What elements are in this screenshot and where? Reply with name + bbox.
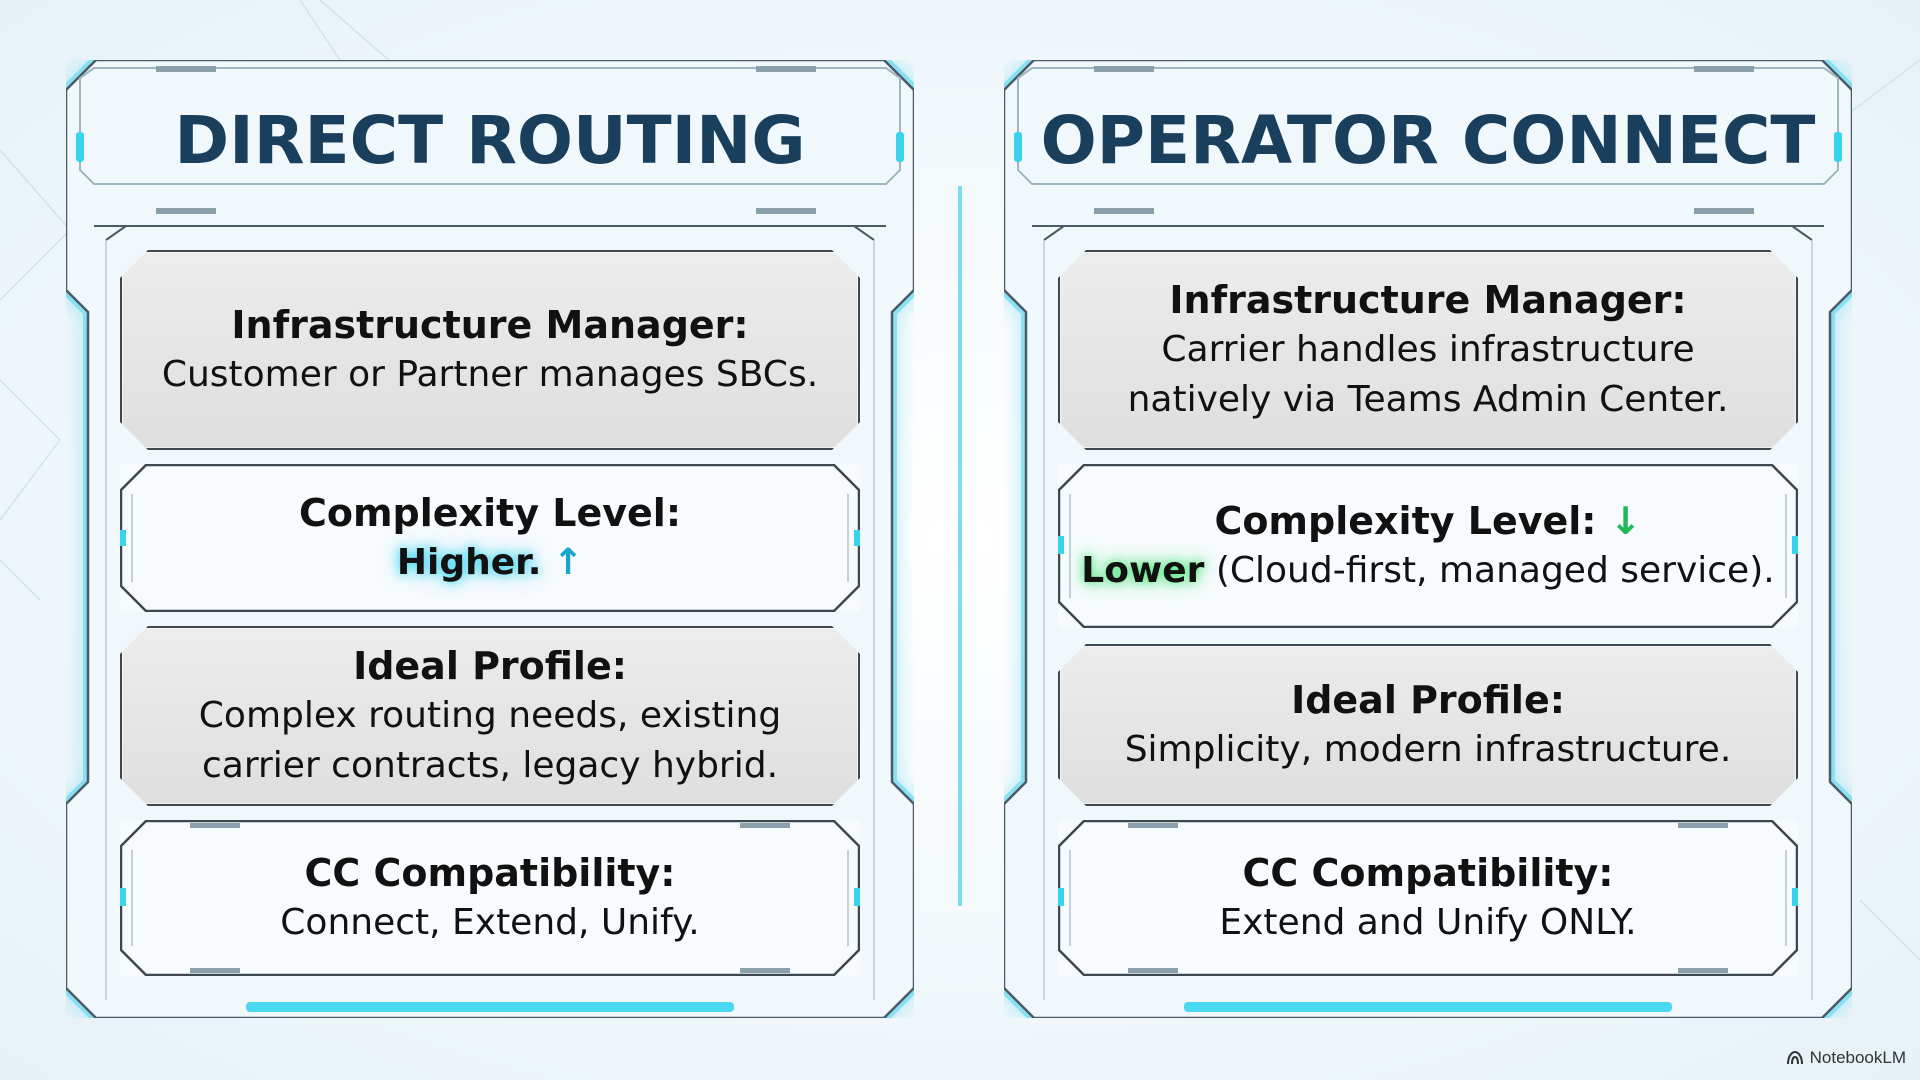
watermark-text: NotebookLM <box>1809 1048 1906 1067</box>
infrastructure-manager-value-line1: Carrier handles infrastructure <box>1161 329 1695 370</box>
complexity-level-box: Complexity Level: Higher. ↑ <box>120 464 860 612</box>
ideal-profile-label: Ideal Profile: <box>353 644 627 688</box>
ideal-profile-box: Ideal Profile: Simplicity, modern infras… <box>1058 644 1798 806</box>
infrastructure-manager-box: Infrastructure Manager: Carrier handles … <box>1058 250 1798 450</box>
infrastructure-manager-label: Infrastructure Manager: <box>231 303 749 347</box>
cc-compatibility-value: Extend and Unify ONLY. <box>1219 902 1637 943</box>
panel-title: OPERATOR CONNECT <box>1040 102 1816 179</box>
ideal-profile-label: Ideal Profile: <box>1291 678 1565 722</box>
ideal-profile-value-line1: Complex routing needs, existing <box>198 695 782 736</box>
arrow-down-icon: ↓ <box>1609 499 1642 543</box>
cc-compatibility-value: Connect, Extend, Unify. <box>280 902 700 943</box>
complexity-level-label: Complexity Level: <box>298 491 682 535</box>
operator-connect-panel: OPERATOR CONNECT Infrastructure Manager:… <box>1004 60 1852 1018</box>
complexity-level-label: Complexity Level: <box>1214 499 1597 543</box>
complexity-level-value: Lower <box>1081 550 1205 591</box>
complexity-level-label-row: Complexity Level: ↓ <box>1214 496 1641 546</box>
cc-compatibility-label: CC Compatibility: <box>304 851 676 895</box>
infrastructure-manager-value-line2: natively via Teams Admin Center. <box>1127 379 1729 420</box>
cc-compatibility-box: CC Compatibility: Connect, Extend, Unify… <box>120 820 860 976</box>
ideal-profile-value: Simplicity, modern infrastructure. <box>1124 729 1732 770</box>
cc-compatibility-label: CC Compatibility: <box>1242 851 1614 895</box>
complexity-level-value-row: Higher. ↑ <box>377 538 603 588</box>
direct-routing-panel: DIRECT ROUTING Infrastructure Manager: C… <box>66 60 914 1018</box>
infrastructure-manager-value: Customer or Partner manages SBCs. <box>161 354 819 395</box>
ideal-profile-box: Ideal Profile: Complex routing needs, ex… <box>120 626 860 806</box>
center-divider <box>958 186 962 906</box>
complexity-level-value-row: Lower (Cloud-first, managed service). <box>1061 546 1794 596</box>
cc-compatibility-box: CC Compatibility: Extend and Unify ONLY. <box>1058 820 1798 976</box>
complexity-level-box: Complexity Level: ↓ Lower (Cloud-first, … <box>1058 464 1798 628</box>
infrastructure-manager-label: Infrastructure Manager: <box>1169 278 1687 322</box>
notebooklm-logo-icon <box>1786 1051 1803 1065</box>
notebooklm-watermark: NotebookLM <box>1786 1048 1906 1068</box>
infrastructure-manager-box: Infrastructure Manager: Customer or Part… <box>120 250 860 450</box>
complexity-level-detail: (Cloud-first, managed service). <box>1204 550 1775 591</box>
ideal-profile-value-line2: carrier contracts, legacy hybrid. <box>201 745 779 786</box>
panel-title: DIRECT ROUTING <box>174 102 806 179</box>
arrow-up-icon: ↑ <box>552 542 584 583</box>
complexity-level-value: Higher. <box>396 542 542 583</box>
